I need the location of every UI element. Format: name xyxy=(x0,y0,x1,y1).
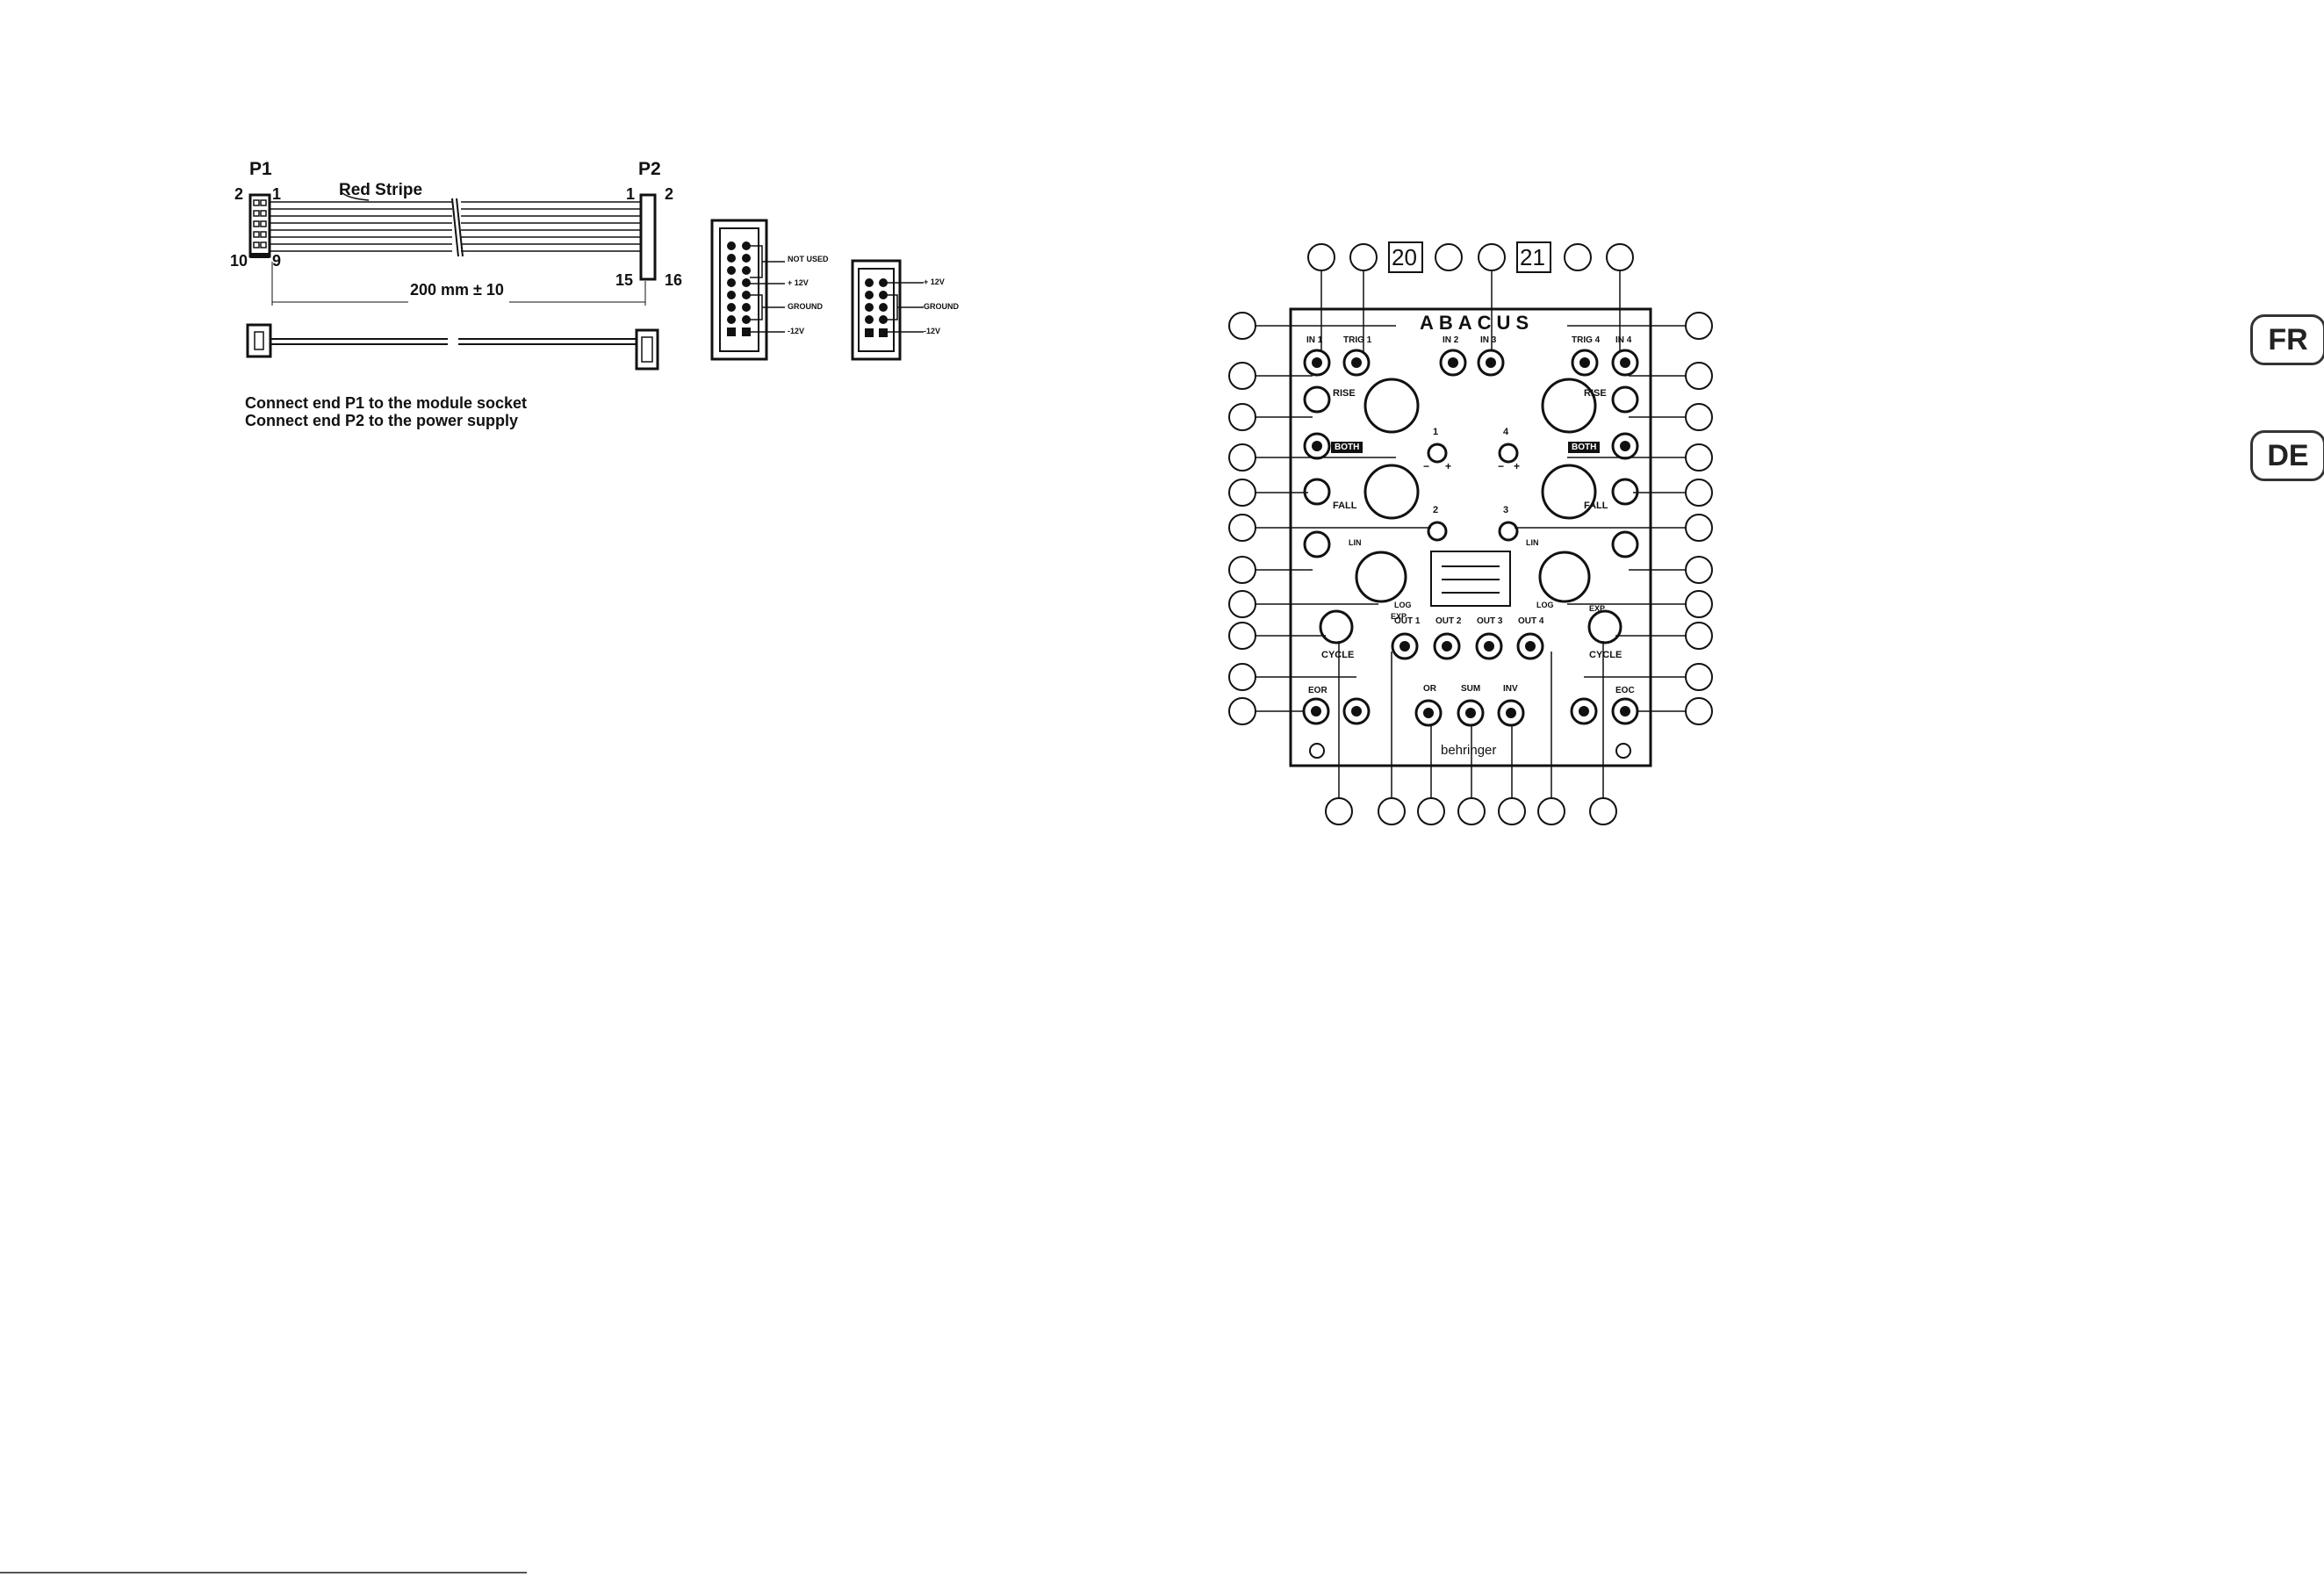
panel-callout-drawing xyxy=(1228,241,1713,825)
label-ch2: 2 xyxy=(1433,505,1439,515)
pin16-not-used: NOT USED xyxy=(788,255,829,263)
label-inv: INV xyxy=(1503,684,1518,694)
label-rise-right: RISE xyxy=(1584,388,1607,399)
label-or: OR xyxy=(1423,684,1436,694)
pinout-16-bracket-lines xyxy=(750,245,785,333)
label-cycle-left: CYCLE xyxy=(1321,650,1355,660)
label-sum: SUM xyxy=(1461,684,1481,694)
label-out3: OUT 3 xyxy=(1477,616,1503,626)
p1-pin-2: 2 xyxy=(234,185,244,203)
label-both-right: BOTH xyxy=(1568,442,1601,453)
pin16-minus12v: -12V xyxy=(788,327,805,335)
p2-pin-15: 15 xyxy=(615,271,634,289)
label-log-right: LOG xyxy=(1536,601,1554,609)
label-rise-left: RISE xyxy=(1333,388,1356,399)
label-lin-left: LIN xyxy=(1349,538,1362,547)
label-both-left: BOTH xyxy=(1331,442,1363,453)
connect-instruction-2: Connect end P2 to the power supply xyxy=(245,412,519,429)
lang-tab-fr[interactable]: FR xyxy=(2250,314,2324,365)
panel-title: ABACUS xyxy=(1420,312,1535,334)
p1-pin-9: 9 xyxy=(272,252,282,270)
pin16-plus12v: + 12V xyxy=(788,278,809,287)
label-cycle-right: CYCLE xyxy=(1589,650,1622,660)
p1-pin-1: 1 xyxy=(272,185,282,203)
footer-rule xyxy=(0,1572,527,1573)
label-log-left: LOG xyxy=(1394,601,1412,609)
label-eor: EOR xyxy=(1308,686,1327,695)
label-plus-ch4: + xyxy=(1514,460,1521,472)
label-trig4: TRIG 4 xyxy=(1572,335,1601,345)
p2-pin-2: 2 xyxy=(665,185,674,203)
pin10-ground: GROUND xyxy=(924,302,959,311)
label-out4: OUT 4 xyxy=(1518,616,1544,626)
pin10-minus12v: -12V xyxy=(924,327,941,335)
label-fall-left: FALL xyxy=(1333,500,1357,511)
pinout-10-bracket-lines xyxy=(885,282,924,333)
label-ch3: 3 xyxy=(1503,505,1509,515)
label-out1: OUT 1 xyxy=(1394,616,1421,626)
label-lin-right: LIN xyxy=(1526,538,1539,547)
label-exp-left: EXP xyxy=(1391,612,1407,621)
label-ch4: 4 xyxy=(1503,427,1509,437)
label-ch1: 1 xyxy=(1433,427,1439,437)
p2-pin-16: 16 xyxy=(665,271,683,289)
ribbon-cable-drawing xyxy=(246,191,659,371)
p1-label: P1 xyxy=(249,159,272,179)
label-in3: IN 3 xyxy=(1480,335,1497,345)
connect-instruction-1: Connect end P1 to the module socket xyxy=(245,394,528,412)
behringer-logo: behringer xyxy=(1441,743,1497,758)
label-fall-right: FALL xyxy=(1584,500,1608,511)
label-in4: IN 4 xyxy=(1615,335,1632,345)
p1-pin-10: 10 xyxy=(230,252,248,270)
label-eoc: EOC xyxy=(1615,686,1635,695)
cable-length: 200 mm ± 10 xyxy=(410,281,504,299)
label-in2: IN 2 xyxy=(1443,335,1459,345)
label-in1: IN 1 xyxy=(1306,335,1323,345)
label-out2: OUT 2 xyxy=(1435,616,1462,626)
label-minus-ch1: − xyxy=(1423,460,1430,472)
p2-label: P2 xyxy=(638,159,661,179)
label-trig1: TRIG 1 xyxy=(1343,335,1372,345)
pinout-16-drawing xyxy=(710,219,768,361)
label-minus-ch4: − xyxy=(1498,460,1505,472)
pin10-plus12v: + 12V xyxy=(924,277,945,286)
callout-20: 20 xyxy=(1392,244,1417,270)
red-stripe-label: Red Stripe xyxy=(339,181,423,199)
p2-pin-1: 1 xyxy=(626,185,636,203)
callout-21: 21 xyxy=(1520,244,1545,270)
label-exp-right: EXP xyxy=(1589,604,1606,613)
pin16-ground: GROUND xyxy=(788,302,823,311)
label-plus-ch1: + xyxy=(1445,460,1452,472)
lang-tab-de[interactable]: DE xyxy=(2250,430,2324,481)
